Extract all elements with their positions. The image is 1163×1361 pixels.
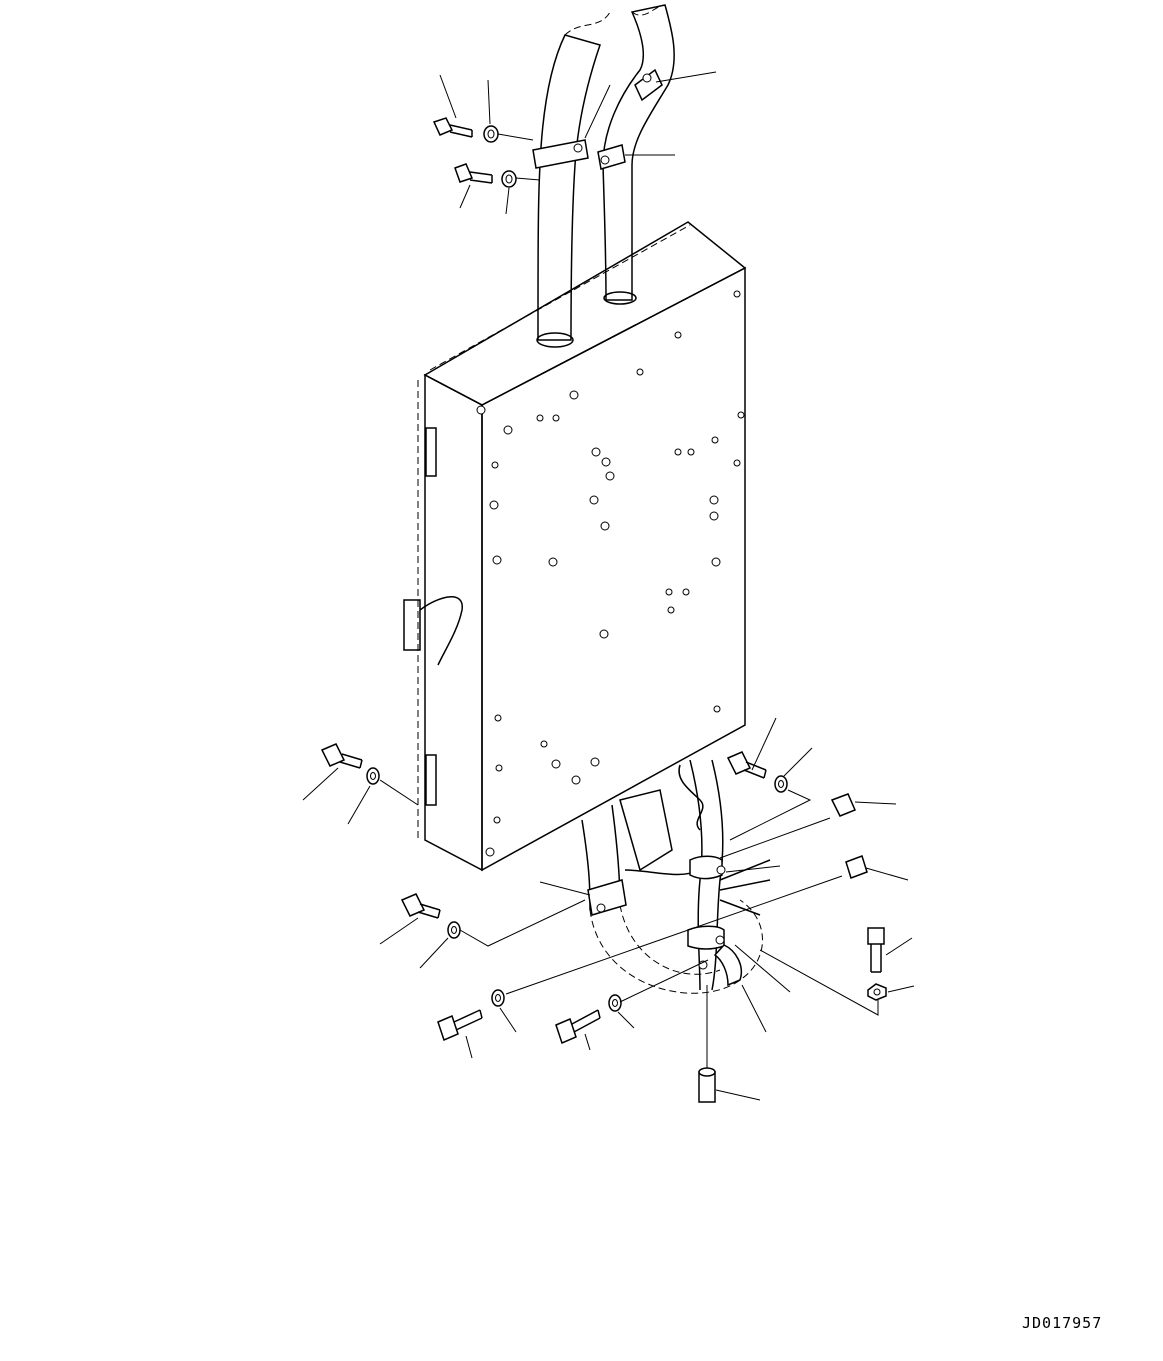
bolt-right-1 — [726, 751, 767, 779]
washer-bottom-1 — [491, 989, 505, 1007]
nut-right — [867, 983, 887, 1001]
upper-hose-clamp-right — [597, 144, 626, 170]
bolt-bottom-2 — [555, 1009, 601, 1045]
bolt-top-2 — [454, 163, 493, 184]
bolt-bottom-1 — [437, 1009, 483, 1042]
washer-top-1 — [483, 125, 499, 143]
leader-lines — [302, 71, 915, 1101]
washer-top-2 — [501, 170, 517, 188]
bolt-top-1 — [432, 117, 473, 138]
spacer-2 — [845, 855, 868, 879]
upper-hoses — [537, 4, 675, 341]
washer-right-1 — [774, 775, 788, 793]
bolt-left-2 — [400, 893, 441, 919]
box-face-fasteners — [476, 290, 745, 857]
lower-hose-clamp — [587, 879, 627, 916]
harness-clamp-lower — [687, 925, 742, 987]
drawing-code: JD017957 — [1022, 1314, 1103, 1332]
washer-left-2 — [447, 921, 461, 939]
upper-hose-clamp-top — [634, 68, 663, 102]
washer-left-1 — [366, 767, 380, 785]
washer-bottom-2 — [608, 994, 622, 1012]
upper-hose-clamp-left — [532, 139, 589, 169]
controller-box — [403, 221, 747, 872]
spacer-1 — [830, 793, 856, 817]
harness-clamp-middle — [689, 855, 726, 880]
spacer-3 — [698, 1067, 716, 1103]
bolt-vertical — [867, 927, 885, 973]
bolt-left-1 — [320, 743, 363, 769]
